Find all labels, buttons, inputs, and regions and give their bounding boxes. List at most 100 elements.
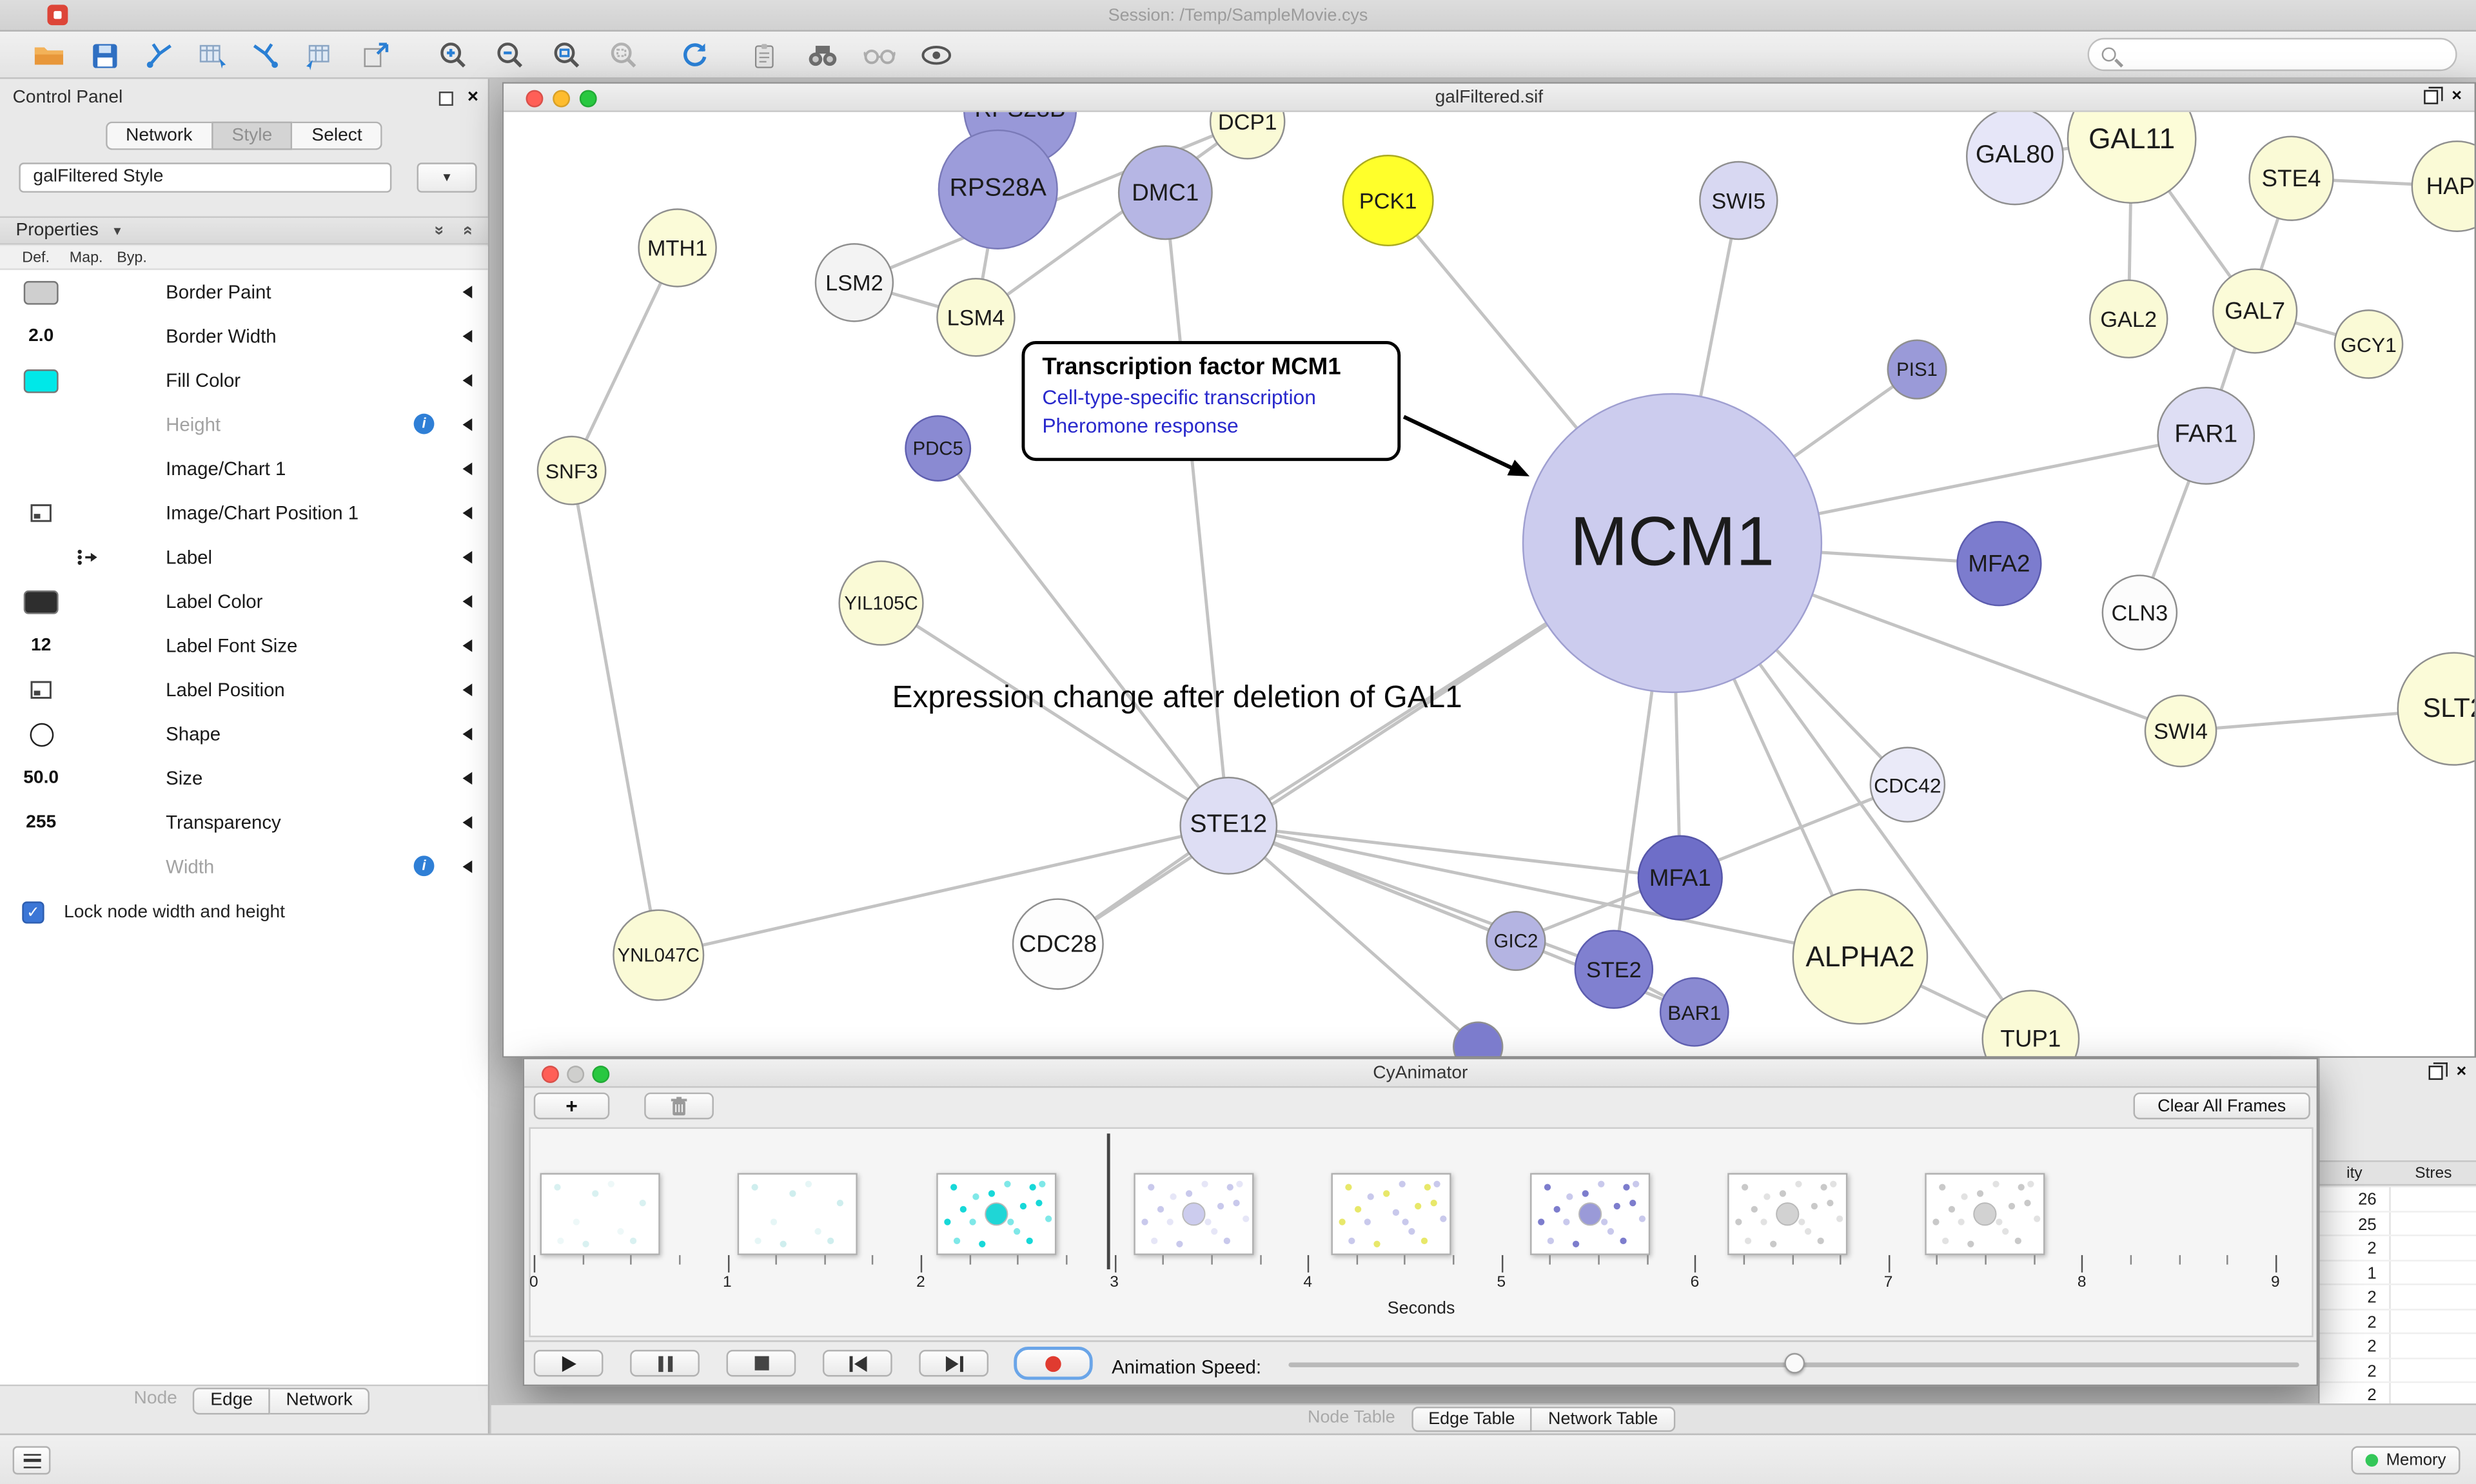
expand-property-icon[interactable] xyxy=(462,507,473,520)
play-button[interactable] xyxy=(533,1349,604,1377)
node-HAP4[interactable]: HAP4 xyxy=(2411,140,2475,232)
property-row-image-chart-1[interactable]: Image/Chart 1 xyxy=(0,447,488,491)
node-PCK1[interactable]: PCK1 xyxy=(1342,155,1434,247)
property-row-border-paint[interactable]: Border Paint xyxy=(0,270,488,315)
node-MTH1[interactable]: MTH1 xyxy=(638,208,717,288)
zoom-selected-button[interactable] xyxy=(602,36,646,74)
float-window-icon[interactable] xyxy=(2423,86,2442,104)
close-traffic-light[interactable] xyxy=(542,1064,559,1082)
zoom-traffic-light[interactable] xyxy=(579,89,597,107)
tab-network-style[interactable]: Network xyxy=(270,1387,370,1415)
table-row[interactable]: 26 xyxy=(2319,1187,2476,1212)
node-STE4[interactable]: STE4 xyxy=(2248,135,2334,221)
previous-frame-button[interactable] xyxy=(822,1349,892,1377)
node-BAR1[interactable]: BAR1 xyxy=(1659,977,1729,1047)
expand-property-icon[interactable] xyxy=(462,639,473,652)
export-table-button[interactable] xyxy=(295,36,340,74)
network-canvas[interactable]: RPS28BRPS28ADMC1DCP1PCK1SWI5GAL80GAL11ST… xyxy=(504,112,2475,1057)
minimize-traffic-light[interactable] xyxy=(553,89,571,107)
expand-property-icon[interactable] xyxy=(462,860,473,874)
minimize-traffic-light[interactable] xyxy=(567,1064,585,1082)
node-SWI5[interactable]: SWI5 xyxy=(1699,161,1778,240)
zoom-out-button[interactable] xyxy=(488,36,533,74)
expand-property-icon[interactable] xyxy=(462,816,473,829)
node-MCM1[interactable]: MCM1 xyxy=(1522,393,1823,694)
annotation-box[interactable]: Transcription factor MCM1 Cell-type-spec… xyxy=(1021,340,1401,462)
add-frame-button[interactable]: + xyxy=(533,1092,610,1120)
record-button[interactable] xyxy=(1014,1346,1093,1380)
clear-all-frames-button[interactable]: Clear All Frames xyxy=(2133,1092,2310,1120)
annotation-link-2[interactable]: Pheromone response xyxy=(1042,413,1239,438)
expand-property-icon[interactable] xyxy=(462,329,473,343)
properties-header[interactable]: Properties ▾ » » xyxy=(0,216,488,245)
save-session-button[interactable] xyxy=(82,36,126,74)
annotation-link-1[interactable]: Cell-type-specific transcription xyxy=(1042,385,1316,409)
table-row[interactable]: 2 xyxy=(2319,1285,2476,1310)
collapse-all-icon[interactable]: » xyxy=(429,226,449,236)
expand-property-icon[interactable] xyxy=(462,551,473,564)
node-GAL7[interactable]: GAL7 xyxy=(2212,268,2298,354)
frame-thumbnail-3[interactable] xyxy=(1134,1173,1254,1255)
expand-property-icon[interactable] xyxy=(462,286,473,298)
table-row[interactable]: 2 xyxy=(2319,1309,2476,1334)
node-CLN3[interactable]: CLN3 xyxy=(2101,574,2178,650)
node-U1[interactable] xyxy=(1453,1021,1504,1057)
frame-thumbnail-0[interactable] xyxy=(540,1173,660,1255)
property-row-label[interactable]: Label xyxy=(0,535,488,580)
node-YIL105C[interactable]: YIL105C xyxy=(838,560,924,646)
node-DCP1[interactable]: DCP1 xyxy=(1209,112,1286,160)
node-SLT2[interactable]: SLT2 xyxy=(2397,652,2475,766)
expand-property-icon[interactable] xyxy=(462,595,473,608)
open-session-button[interactable] xyxy=(27,36,72,74)
node-GAL80[interactable]: GAL80 xyxy=(1965,112,2064,206)
timeline-playhead[interactable] xyxy=(1106,1133,1110,1269)
node-SWI4[interactable]: SWI4 xyxy=(2144,694,2217,768)
close-traffic-light[interactable] xyxy=(526,89,544,107)
tab-edge-style[interactable]: Edge xyxy=(193,1387,270,1415)
close-window-icon[interactable]: × xyxy=(2451,86,2462,106)
node-RPS28A[interactable]: RPS28A xyxy=(938,129,1058,249)
node-GCY1[interactable]: GCY1 xyxy=(2334,309,2404,379)
apply-layout-button[interactable] xyxy=(673,36,717,74)
import-table-file-button[interactable] xyxy=(190,36,234,74)
table-row[interactable]: 2 xyxy=(2319,1358,2476,1383)
speed-slider-thumb[interactable] xyxy=(1784,1352,1805,1374)
stop-button[interactable] xyxy=(726,1349,796,1377)
table-column-header[interactable]: ity xyxy=(2346,1165,2363,1183)
node-GIC2[interactable]: GIC2 xyxy=(1486,911,1546,971)
close-table-panel-icon[interactable]: × xyxy=(2456,1062,2467,1082)
tab-select[interactable]: Select xyxy=(293,121,383,150)
frame-thumbnail-5[interactable] xyxy=(1529,1173,1649,1255)
tab-network-table[interactable]: Network Table xyxy=(1532,1407,1676,1432)
frame-thumbnail-4[interactable] xyxy=(1331,1173,1452,1255)
property-row-label-position[interactable]: Label Position xyxy=(0,668,488,712)
clipboard-button[interactable] xyxy=(742,36,787,74)
tab-network[interactable]: Network xyxy=(105,121,211,150)
frame-thumbnail-1[interactable] xyxy=(738,1173,858,1255)
property-row-shape[interactable]: Shape xyxy=(0,712,488,756)
node-FAR1[interactable]: FAR1 xyxy=(2157,387,2255,485)
show-details-button[interactable] xyxy=(914,36,959,74)
find-network-button[interactable] xyxy=(801,36,845,74)
node-CDC28[interactable]: CDC28 xyxy=(1012,898,1104,990)
next-frame-button[interactable] xyxy=(919,1349,989,1377)
export-image-button[interactable] xyxy=(354,36,398,74)
style-options-button[interactable]: ▾ xyxy=(417,162,477,193)
tab-edge-table[interactable]: Edge Table xyxy=(1411,1407,1533,1432)
cyanimator-titlebar[interactable]: CyAnimator xyxy=(524,1059,2317,1088)
frame-thumbnail-6[interactable] xyxy=(1727,1173,1847,1255)
node-YNL047C[interactable]: YNL047C xyxy=(613,909,705,1001)
node-STE2[interactable]: STE2 xyxy=(1574,930,1654,1009)
property-row-label-color[interactable]: Label Color xyxy=(0,580,488,624)
zoom-traffic-light[interactable] xyxy=(592,1064,610,1082)
table-row[interactable]: 2 xyxy=(2319,1236,2476,1261)
node-PDC5[interactable]: PDC5 xyxy=(905,415,972,482)
network-window-titlebar[interactable]: galFiltered.sif × xyxy=(504,83,2475,112)
export-network-button[interactable] xyxy=(243,36,288,74)
